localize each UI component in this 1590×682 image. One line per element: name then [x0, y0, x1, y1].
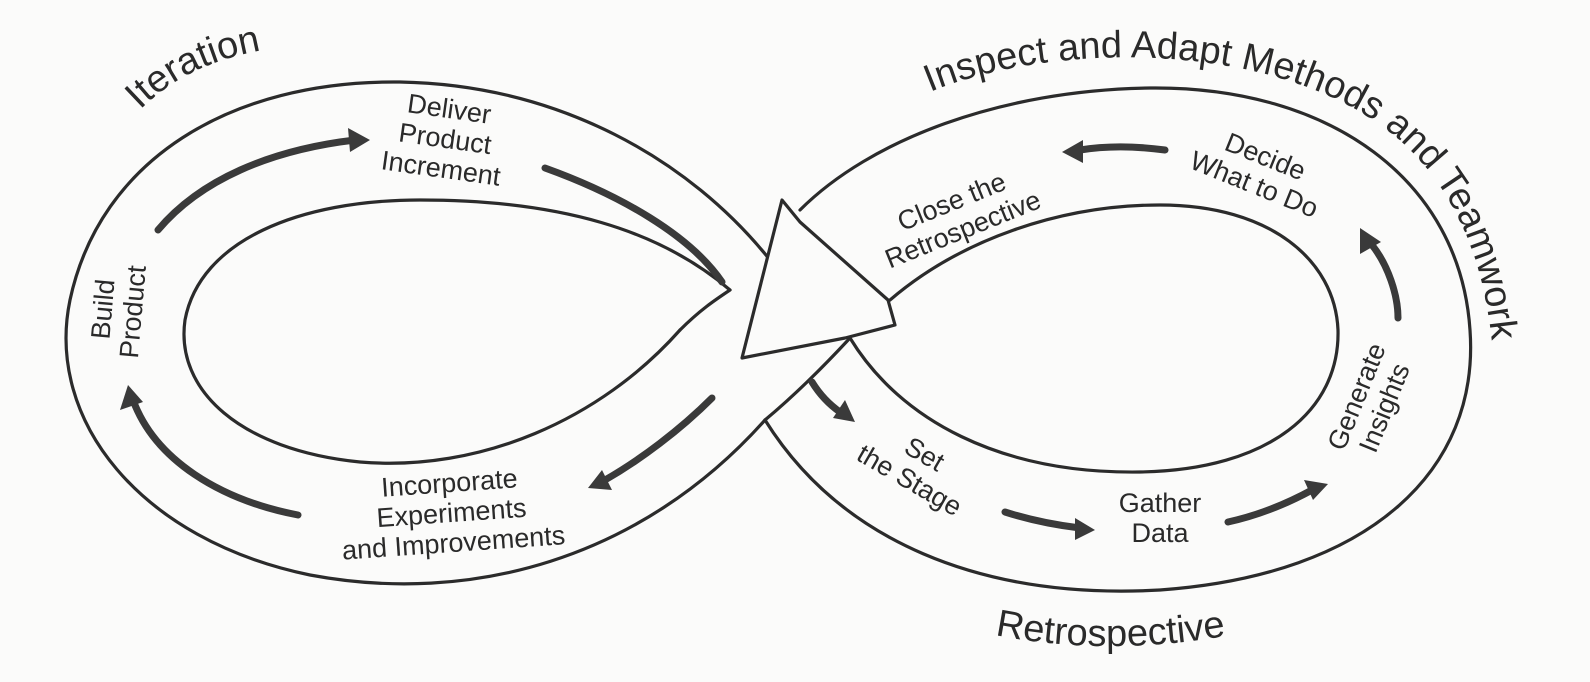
arrow-head-gather	[1075, 518, 1095, 540]
svg-text:Product: Product	[114, 264, 152, 360]
arrow-head-build	[120, 385, 143, 410]
retrospective-loop	[763, 86, 1473, 593]
arrow-head-close	[1062, 140, 1083, 163]
arrow-head-incorporate	[588, 470, 612, 490]
arrow-generate-to-decide	[1368, 241, 1402, 322]
arrow-head-decide	[1360, 228, 1381, 254]
iteration-inner-edge	[182, 198, 732, 465]
step-set-the-stage: Set the Stage	[852, 431, 967, 522]
step-close-retrospective: Close the Retrospective	[881, 166, 1045, 274]
arrow-gather-to-generate	[1224, 486, 1316, 526]
step-deliver-product-increment: Deliver Product Increment	[379, 88, 503, 191]
iteration-title: Iteration	[117, 18, 263, 116]
arrow-deliver-to-crossing	[541, 164, 726, 286]
arrow-crossing-to-incorporate	[601, 394, 716, 484]
arrow-decide-to-close	[1076, 143, 1169, 154]
step-build-product: Build Product	[85, 264, 152, 360]
iteration-outer-edge	[64, 80, 772, 586]
arrow-head-deliver	[348, 128, 370, 152]
crossing-arrow-head	[740, 198, 897, 360]
arrow-set-stage-to-gather	[1001, 508, 1084, 532]
svg-text:Data: Data	[1131, 518, 1189, 548]
crossing-edge-a	[678, 288, 732, 332]
arrow-build-to-deliver	[154, 136, 359, 234]
arrow-head-set-stage	[833, 400, 855, 422]
retro-inner-edge	[848, 203, 1340, 474]
retro-outer-edge	[763, 86, 1473, 593]
arrow-head-generate	[1304, 480, 1328, 500]
step-incorporate: Incorporate Experiments and Improvements	[341, 463, 566, 566]
retrospective-title: Retrospective	[993, 603, 1227, 656]
arrow-incorporate-to-build	[129, 396, 302, 519]
arrow-crossing-to-set-stage	[808, 378, 844, 416]
svg-text:Gather: Gather	[1119, 488, 1202, 518]
svg-text:Build: Build	[85, 278, 120, 340]
step-gather-data: Gather Data	[1119, 488, 1202, 548]
flow-arrows	[120, 128, 1402, 540]
iteration-loop	[64, 80, 772, 586]
svg-text:and Improvements: and Improvements	[341, 520, 566, 566]
